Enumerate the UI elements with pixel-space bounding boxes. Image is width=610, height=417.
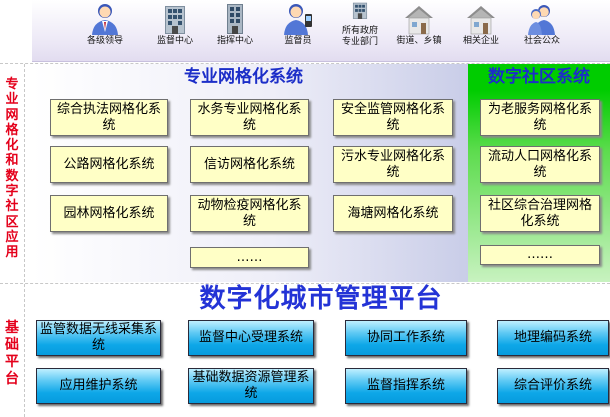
stakeholder-supervision-center: 监督中心 (143, 2, 207, 47)
grid-system-box: 污水专业网格化系统 (333, 146, 453, 183)
stakeholder-label: 相关企业 (462, 36, 499, 46)
stakeholder-enterprises: 相关企业 (449, 2, 513, 47)
stakeholder-government-departments: 所有政府 专业部门 (328, 2, 392, 48)
platform-system-box: 基础数据资源管理系统 (188, 368, 314, 404)
platform-system-box: 协同工作系统 (345, 320, 467, 356)
grid-system-box: 公路网格化系统 (50, 146, 168, 183)
stakeholder-label: 社会公众 (523, 36, 560, 46)
grid-system-box: 信访网格化系统 (190, 146, 309, 183)
grid-system-more-box: …… (190, 247, 309, 268)
platform-system-box: 监督指挥系统 (345, 368, 467, 404)
stakeholder-command-center: 指挥中心 (203, 2, 267, 47)
enterprise-house-icon (467, 6, 495, 35)
stakeholder-label: 所有政府 专业部门 (341, 26, 378, 47)
community-section-title: 数字社区系统 (488, 67, 590, 87)
stakeholder-label: 监督中心 (156, 36, 193, 46)
side-divider (24, 64, 25, 417)
middle-divider (0, 283, 610, 284)
platform-system-box: 综合评价系统 (497, 368, 609, 404)
government-department-building-icon (352, 2, 368, 19)
side-label-application: 专业网格化和数字社区应用 (5, 77, 19, 261)
platform-system-box: 监管数据无线采集系统 (36, 320, 161, 356)
stakeholder-label: 监督员 (284, 36, 312, 46)
stakeholder-label: 街道、乡镇 (396, 36, 442, 46)
street-town-house-icon (405, 6, 433, 35)
command-center-building-icon (227, 4, 243, 34)
grid-system-box: 园林网格化系统 (50, 195, 168, 232)
public-people-icon (528, 5, 555, 35)
stakeholder-label: 各级领导 (86, 36, 123, 46)
side-label-base-platform: 基础平台 (5, 320, 19, 387)
platform-system-box: 监督中心受理系统 (188, 320, 314, 356)
grid-section-title: 专业网格化系统 (184, 67, 303, 87)
grid-system-box: 水务专业网格化系统 (190, 99, 309, 136)
stakeholder-supervisor: 监督员 (266, 2, 330, 47)
platform-title: 数字化城市管理平台 (199, 284, 443, 314)
community-system-box: 为老服务网格化系统 (480, 99, 600, 136)
community-system-more-box: …… (480, 245, 600, 265)
grid-system-box: 海塘网格化系统 (333, 195, 453, 232)
grid-system-box: 安全监管网格化系统 (333, 99, 453, 136)
top-divider (0, 63, 610, 64)
supervision-center-building-icon (165, 6, 185, 34)
supervisor-person-phone-icon (284, 4, 312, 35)
stakeholder-label: 指挥中心 (216, 36, 253, 46)
grid-system-box: 动物检疫网格化系统 (190, 195, 309, 232)
platform-system-box: 地理编码系统 (497, 320, 609, 356)
platform-system-box: 应用维护系统 (36, 368, 161, 404)
leader-person-icon (92, 4, 118, 35)
stakeholder-public: 社会公众 (510, 2, 574, 47)
community-system-box: 流动人口网格化系统 (480, 146, 600, 183)
grid-system-box: 综合执法网格化系统 (50, 99, 168, 136)
stakeholder-band (32, 0, 610, 62)
community-system-box: 社区综合治理网格化系统 (480, 195, 600, 232)
stakeholder-leaders: 各级领导 (73, 2, 137, 47)
stakeholder-streets-towns: 街道、乡镇 (387, 2, 451, 47)
